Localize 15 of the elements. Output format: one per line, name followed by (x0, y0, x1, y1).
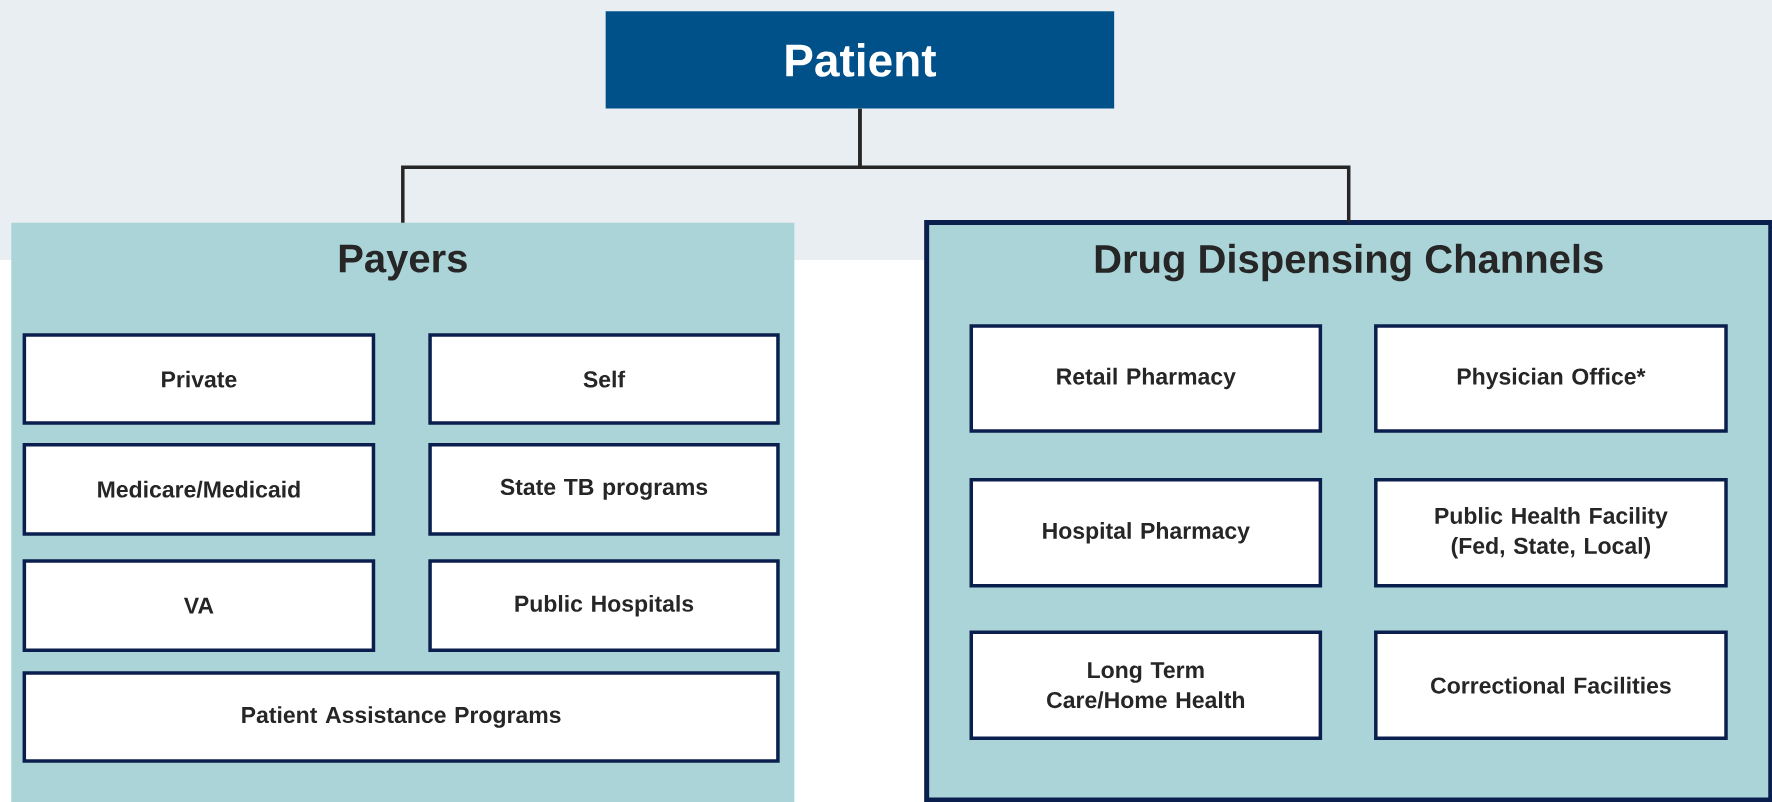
header-box: Patient (605, 11, 1115, 109)
item-box: VA (22, 559, 376, 653)
item-box: Medicare/Medicaid (22, 442, 376, 536)
item-box: Private (22, 333, 376, 425)
item-box: Public Hospitals (428, 559, 780, 653)
item-box: Physician Office* (1374, 324, 1728, 433)
item-box: Public Health Facility (Fed, State, Local) (1374, 478, 1728, 588)
item-box: Self (428, 333, 780, 425)
item-box: Patient Assistance Programs (22, 671, 780, 763)
item-box: Long Term Care/Home Health (969, 630, 1323, 741)
item-box: Hospital Pharmacy (969, 478, 1323, 588)
item-box: Retail Pharmacy (969, 324, 1323, 433)
connector-line (858, 108, 1351, 223)
item-box: Correctional Facilities (1374, 630, 1728, 741)
item-box: State TB programs (428, 442, 780, 536)
